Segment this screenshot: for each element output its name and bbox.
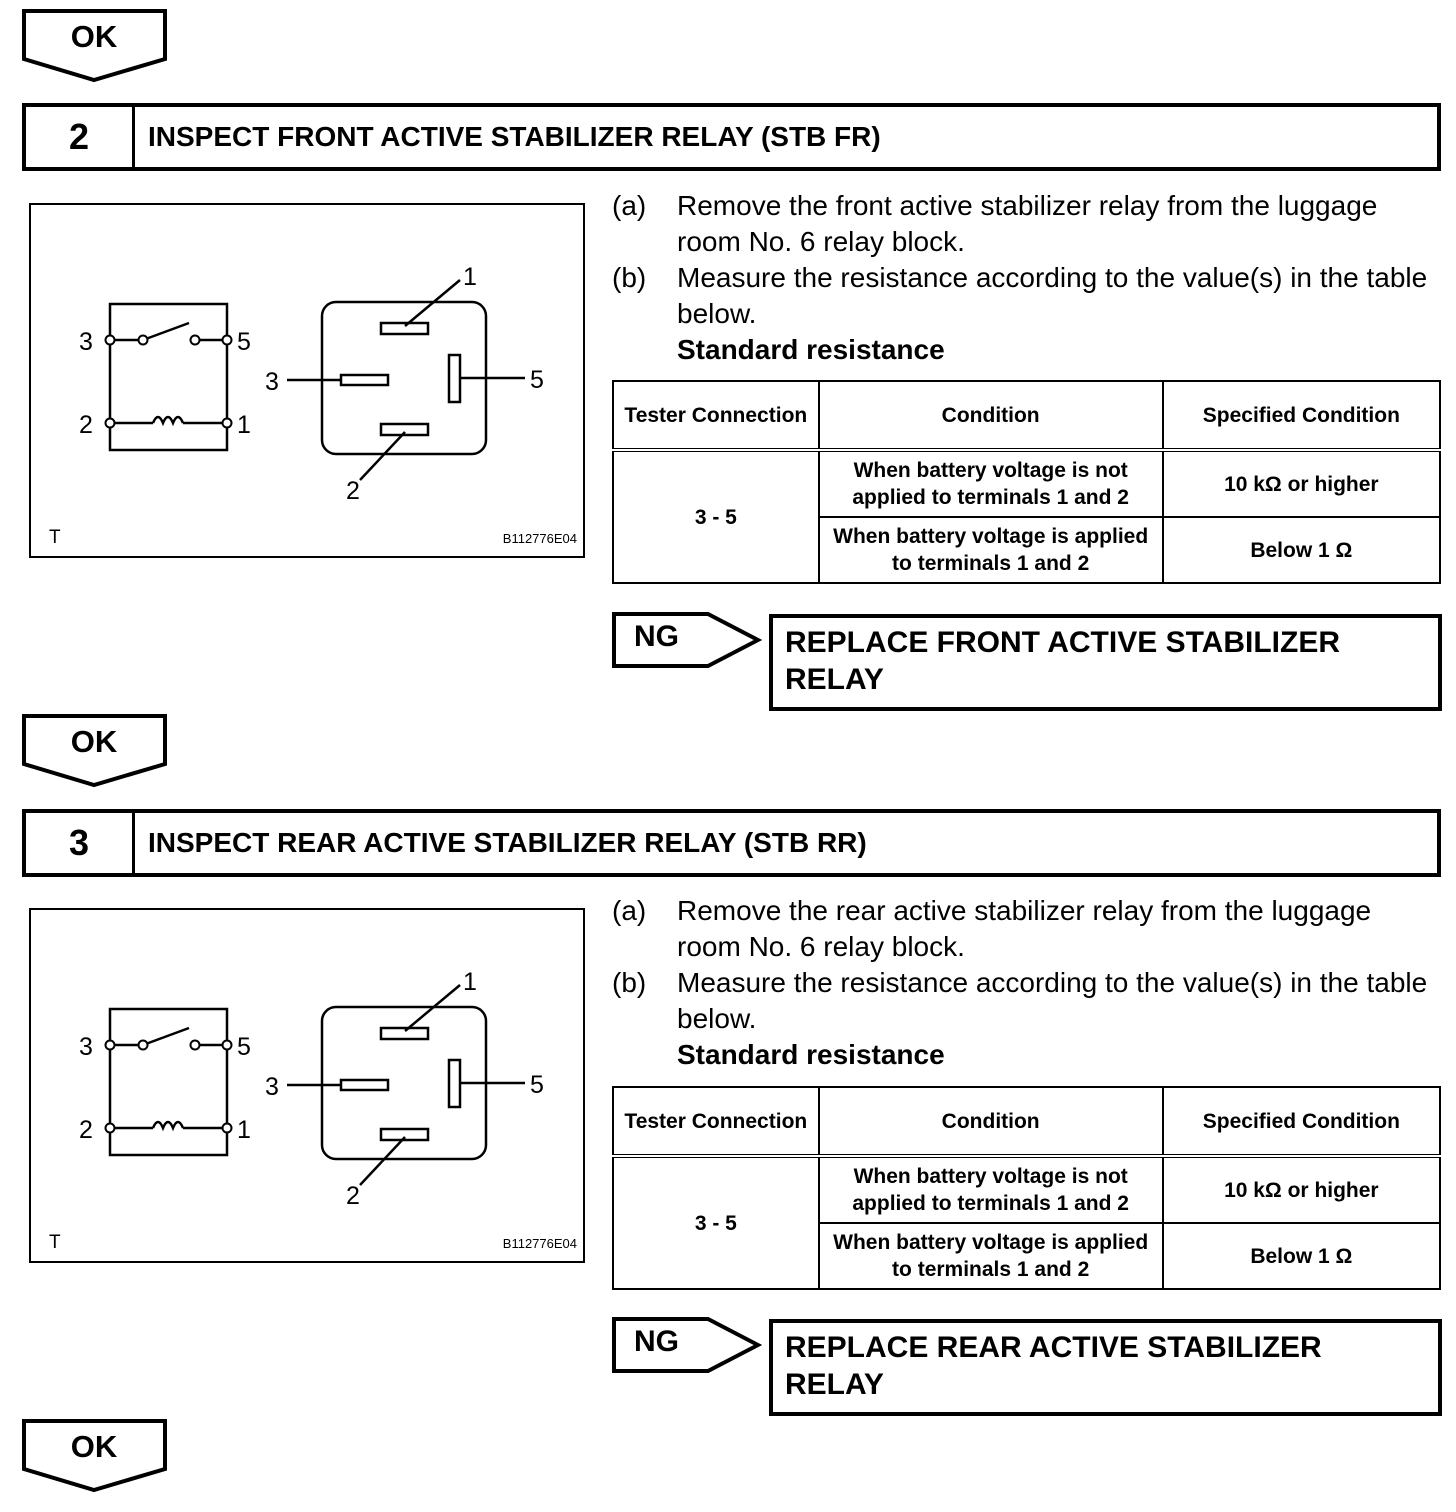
figure-corner-label: T <box>49 1232 61 1253</box>
table-cell: Below 1 Ω <box>1161 516 1442 584</box>
ng-arrow: NG <box>612 612 763 670</box>
table-header: Tester Connection <box>612 380 820 452</box>
table-cell: 10 kΩ or higher <box>1161 1155 1442 1224</box>
step-number: 3 <box>26 813 135 873</box>
step-header: 2 INSPECT FRONT ACTIVE STABILIZER RELAY … <box>22 103 1441 171</box>
standard-resistance-label: Standard resistance <box>677 1039 945 1070</box>
figure-code: B112776E04 <box>503 531 577 546</box>
step-title: INSPECT REAR ACTIVE STABILIZER RELAY (ST… <box>148 827 867 858</box>
instruction-item: (b) Measure the resistance according to … <box>612 967 1428 1034</box>
step-title: INSPECT FRONT ACTIVE STABILIZER RELAY (S… <box>148 121 881 152</box>
instructions: (a) Remove the rear active stabilizer re… <box>612 893 1442 1073</box>
table-cell: When battery voltage is applied to termi… <box>817 1222 1164 1290</box>
instruction-item: (a) Remove the rear active stabilizer re… <box>612 895 1372 962</box>
instruction-item: (a) Remove the front active stabilizer r… <box>612 190 1378 257</box>
instructions: (a) Remove the front active stabilizer r… <box>612 188 1442 368</box>
right-arrow-icon <box>612 612 763 668</box>
table-cell: When battery voltage is not applied to t… <box>817 449 1164 518</box>
ok-arrow: OK <box>22 9 168 83</box>
pin-label: 3 <box>79 1033 93 1061</box>
instruction-item: (b) Measure the resistance according to … <box>612 262 1428 329</box>
relay-figure: 3 5 2 1 1 3 5 2 T B112776E04 <box>29 908 585 1263</box>
table-header: Tester Connection <box>612 1086 820 1158</box>
table-cell: When battery voltage is not applied to t… <box>817 1155 1164 1224</box>
down-arrow-icon <box>22 714 167 788</box>
ng-action: REPLACE FRONT ACTIVE STABILIZER RELAY <box>769 614 1442 711</box>
table-cell: Below 1 Ω <box>1161 1222 1442 1290</box>
table-row: When battery voltage is applied to termi… <box>613 516 1442 584</box>
pin-label: 1 <box>237 411 251 439</box>
table-row: 3 - 5 When battery voltage is not applie… <box>612 449 1442 584</box>
table-cell: When battery voltage is applied to termi… <box>817 516 1164 584</box>
ng-label: NG <box>634 1325 679 1358</box>
table-row: 3 - 5 When battery voltage is not applie… <box>612 1155 1442 1290</box>
pin-label: 3 <box>265 368 279 396</box>
step-header: 3 INSPECT REAR ACTIVE STABILIZER RELAY (… <box>22 809 1441 877</box>
pin-label: 1 <box>463 263 477 291</box>
table-header: Condition <box>817 380 1164 452</box>
table-cell: 10 kΩ or higher <box>1161 449 1442 518</box>
pin-label: 2 <box>346 477 360 505</box>
pin-label: 2 <box>346 1182 360 1210</box>
standard-resistance-label: Standard resistance <box>677 334 945 365</box>
pin-label: 1 <box>463 968 477 996</box>
table-cell: 3 - 5 <box>612 449 820 584</box>
right-arrow-icon <box>612 1317 763 1373</box>
figure-corner-label: T <box>49 527 61 548</box>
relay-diagram: 3 5 2 1 1 3 5 2 T B112776E04 <box>49 263 577 548</box>
down-arrow-icon <box>22 1419 167 1493</box>
table-cell: 3 - 5 <box>612 1155 820 1290</box>
step-number: 2 <box>26 107 135 167</box>
ok-label: OK <box>70 1429 118 1464</box>
ng-action: REPLACE REAR ACTIVE STABILIZER RELAY <box>769 1319 1442 1416</box>
ng-label: NG <box>634 620 679 653</box>
pin-label: 2 <box>79 1116 93 1144</box>
resistance-table: Tester Connection Condition Specified Co… <box>612 1086 1442 1290</box>
relay-diagram: 3 5 2 1 1 3 5 2 T B112776E04 <box>49 968 577 1253</box>
pin-label: 3 <box>265 1073 279 1101</box>
ok-label: OK <box>70 19 118 54</box>
pin-label: 2 <box>79 411 93 439</box>
ok-arrow: OK <box>22 1419 168 1493</box>
table-header: Specified Condition <box>1161 1086 1442 1158</box>
table-header: Condition <box>817 1086 1164 1158</box>
pin-label: 1 <box>237 1116 251 1144</box>
table-header: Specified Condition <box>1161 380 1442 452</box>
relay-figure: 3 5 2 1 1 3 5 2 T B112776E04 <box>29 203 585 558</box>
pin-label: 5 <box>237 328 251 356</box>
pin-label: 5 <box>237 1033 251 1061</box>
table-row: When battery voltage is applied to termi… <box>613 1222 1442 1290</box>
ng-arrow: NG <box>612 1317 763 1375</box>
resistance-table: Tester Connection Condition Specified Co… <box>612 380 1442 584</box>
figure-code: B112776E04 <box>503 1236 577 1251</box>
pin-label: 3 <box>79 328 93 356</box>
pin-label: 5 <box>530 1071 544 1099</box>
ok-arrow: OK <box>22 714 168 788</box>
ok-label: OK <box>70 724 118 759</box>
pin-label: 5 <box>530 366 544 394</box>
down-arrow-icon <box>22 9 167 83</box>
